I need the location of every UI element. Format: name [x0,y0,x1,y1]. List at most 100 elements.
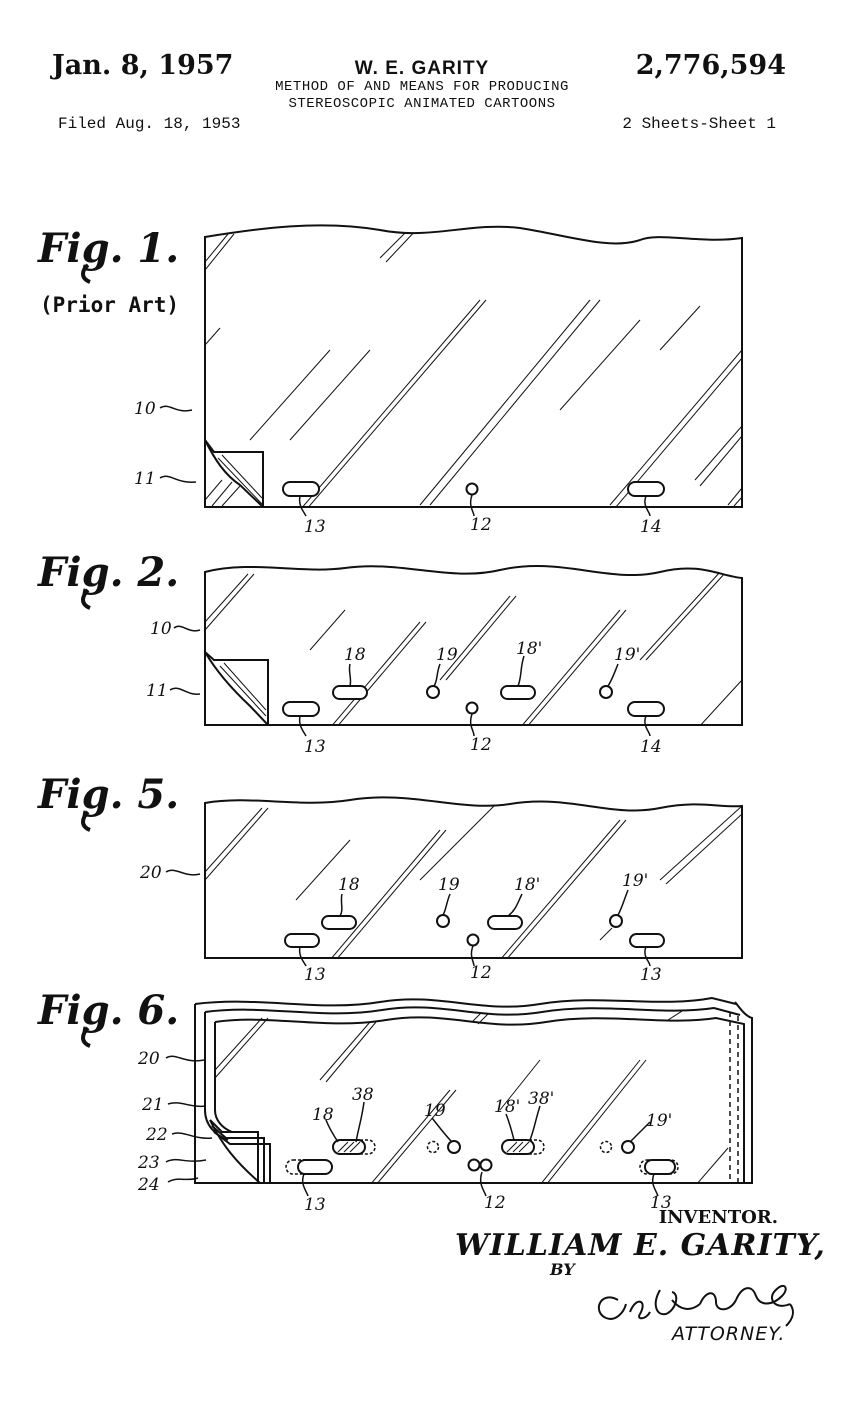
fig1-label: Fig. 1. [37,225,179,272]
fig2-ref-18: 18 [344,645,366,665]
fig5-ref-18-prime: 18' [514,875,540,895]
fig6-ref-22: 22 [145,1125,168,1145]
fig5-label: Fig. 5. [37,771,179,818]
fig6-hole-13-left [297,1159,333,1175]
fig1-hole-14 [627,481,665,497]
inventor-signature-name: WILLIAM E. GARITY, [455,1228,826,1263]
fig2-hole-12 [465,701,479,715]
fig1-hole-12 [465,482,479,496]
fig5-ref-18: 18 [338,875,360,895]
fig2-fold-hatching [219,662,267,717]
fig6-hole-19-prime-dashed [599,1140,613,1154]
fig6-ref-21: 21 [141,1095,164,1115]
fig1-prior-art-note: (Prior Art) [40,293,179,317]
fig6-ref-23: 23 [137,1153,160,1173]
fig2-label-flourish [81,588,91,610]
fig2-hole-13 [282,701,320,717]
fig5-ref-13-left: 13 [304,965,326,985]
fig6-label-flourish [81,1026,91,1048]
fig6-glare-hatching [214,1007,729,1183]
fig5-ref-12: 12 [470,963,492,983]
fig5-label-flourish [81,810,91,832]
fig6-ref-38: 38 [352,1085,374,1105]
fig2-glare-hatching [205,571,742,725]
figure-2: Fig. 2. [37,549,743,757]
fig6-ref-19: 19 [424,1101,446,1121]
fig6-ref-13-right: 13 [650,1193,672,1213]
fig5-hole-12 [466,933,480,947]
fig6-hole-19-dashed [426,1140,440,1154]
fig6-hole-19-prime [621,1140,635,1154]
by-label: BY [550,1260,575,1279]
fig1-hole-13 [282,481,320,497]
fig1-corner-fold [204,439,264,508]
fig6-ref-38-prime: 38' [528,1089,554,1109]
fig1-leader-lines [159,405,651,517]
fig2-ref-14: 14 [640,737,662,757]
fig6-ref-18: 18 [312,1105,334,1125]
fig2-hole-19-prime [599,685,613,699]
fig5-hole-18-prime [487,915,523,930]
patent-number: 2,776,594 [635,50,786,81]
patent-title-line1: METHOD OF AND MEANS FOR PRODUCING [275,79,569,95]
attorney-label: ATTORNEY. [672,1323,786,1345]
fig2-ref-12: 12 [470,735,492,755]
fig5-leader-lines [165,869,651,967]
fig6-pin-38-prime-hatching [506,1141,530,1153]
fig2-hole-19 [426,685,440,699]
fig2-ref-10: 10 [150,619,172,639]
fig5-glare-hatching [205,799,742,958]
inventor-name: W. E. GARITY [354,58,490,79]
fig2-sheet-outline [204,564,743,726]
fig5-ref-19: 19 [438,875,460,895]
fig2-label: Fig. 2. [37,549,179,596]
fig2-corner-fold [204,651,269,726]
fig2-leader-lines [169,625,651,737]
fig1-bottom-edge-hatching [204,479,743,507]
fig6-ref-20: 20 [137,1049,160,1069]
fig6-ref-19-prime: 19' [646,1111,672,1131]
figure-5: Fig. 5. 20 18 19 [37,771,743,985]
fig1-corner-cel [204,439,264,507]
fig6-hole-19 [447,1140,461,1154]
fig5-ref-13-right: 13 [640,965,662,985]
fig6-ref-18-prime: 18' [494,1097,520,1117]
fig2-ref-11: 11 [146,681,168,701]
figure-6: Fig. 6. [37,987,753,1215]
fig6-stacked-sheets [194,996,753,1184]
fig5-ref-20: 20 [139,863,162,883]
fig6-hole-13-right [644,1159,676,1175]
filed-date: Filed Aug. 18, 1953 [58,115,241,133]
fig6-ref-12: 12 [484,1193,506,1213]
patent-title-line2: STEREOSCOPIC ANIMATED CARTOONS [288,96,556,112]
attorney-signature-scribble [597,1284,794,1327]
fig5-hole-19-prime [609,914,623,928]
fig2-ref-18-prime: 18' [516,639,542,659]
fig6-corner-cels [209,1119,271,1184]
fig5-hole-13-left [284,933,320,948]
fig2-ref-13: 13 [304,737,326,757]
fig1-ref-13: 13 [304,517,326,537]
inventor-label: INVENTOR. [658,1207,778,1228]
fig1-label-flourish [81,263,91,284]
fig2-corner-cel [204,651,269,725]
fig1-ref-10: 10 [134,399,156,419]
fig1-glare-hatching [205,227,742,507]
fig6-leader-lines [165,1055,659,1197]
patent-date: Jan. 8, 1957 [52,50,234,81]
fig2-hole-18 [332,685,368,700]
fig1-ref-14: 14 [640,517,662,537]
fig1-ref-11: 11 [134,469,156,489]
fig1-sheet-outline [204,224,743,508]
fig5-hole-19 [436,914,450,928]
fig5-hole-13-right [629,933,665,948]
fig6-pin-38-hatching [337,1141,361,1153]
fig2-ref-19-prime: 19' [614,645,640,665]
fig6-label: Fig. 6. [37,987,179,1034]
fig1-ref-12: 12 [470,515,492,535]
fig6-ref-13-left: 13 [304,1195,326,1215]
fig2-ref-19: 19 [436,645,458,665]
fig2-hole-14 [627,701,665,717]
fig2-hole-18-prime [500,685,536,700]
